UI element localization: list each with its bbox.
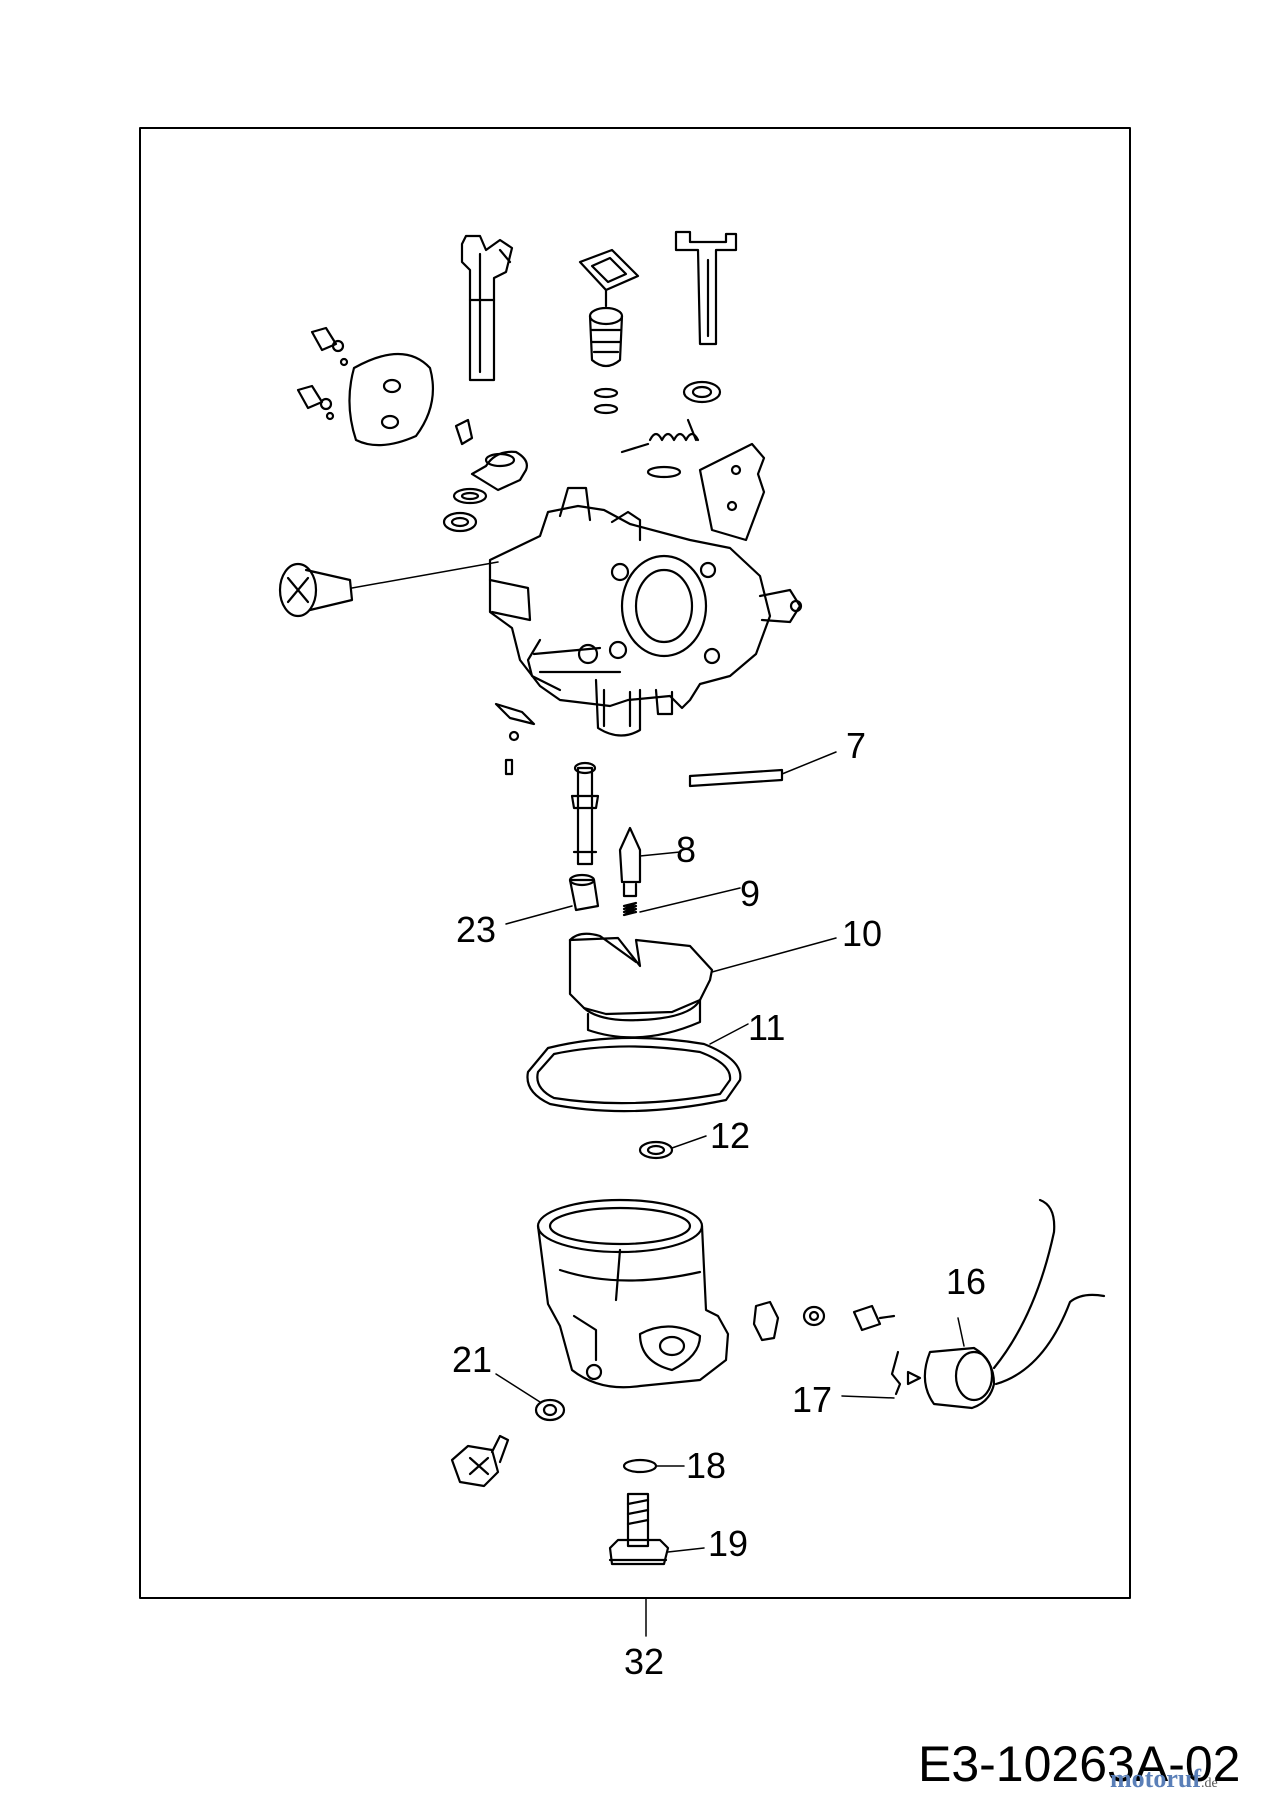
emulsion-tube — [570, 761, 600, 866]
callout-18: 18 — [686, 1445, 726, 1486]
callout-12: 12 — [710, 1115, 750, 1156]
diagram-frame — [139, 127, 1131, 1599]
sealing-washer — [495, 1373, 566, 1422]
throttle-plate-screws — [296, 326, 349, 421]
bowl-gasket — [526, 1023, 749, 1113]
idle-screw-assembly — [578, 248, 640, 415]
return-spring — [620, 418, 700, 479]
watermark-suffix: .de — [1200, 1776, 1218, 1791]
diagram-id-label: E3-10263A-02 — [918, 1736, 1241, 1792]
float-needle — [618, 826, 681, 898]
solenoid-clip — [841, 1350, 902, 1399]
bolt-o-ring — [622, 1458, 685, 1474]
callout-8: 8 — [676, 829, 696, 870]
callout-23: 23 — [456, 909, 496, 950]
mixture-screw — [278, 561, 499, 618]
float-bowl — [536, 1198, 730, 1389]
callout-11: 11 — [748, 1007, 785, 1048]
choke-lever — [460, 234, 514, 382]
needle-spring — [622, 887, 741, 917]
float-pin-clip — [494, 702, 536, 776]
solenoid-hardware — [752, 1300, 896, 1342]
float — [568, 932, 837, 1039]
callout-7: 7 — [846, 725, 866, 766]
callout-16: 16 — [946, 1261, 986, 1302]
float-pin — [688, 751, 837, 788]
carburetor-body — [488, 486, 803, 737]
primer-seals — [442, 487, 488, 533]
callout-32: 32 — [624, 1641, 664, 1682]
callout-9: 9 — [740, 873, 760, 914]
throttle-plate — [348, 352, 434, 447]
watermark-logo: motoruf.de — [1110, 1764, 1218, 1794]
intake-gasket — [698, 442, 766, 542]
callout-21: 21 — [452, 1339, 492, 1380]
throttle-washer — [682, 380, 722, 404]
watermark-text: motoruf — [1110, 1764, 1201, 1793]
throttle-shaft — [674, 230, 738, 346]
bowl-bolt — [608, 1492, 705, 1566]
callout-10: 10 — [842, 913, 882, 954]
drain-washer — [638, 1135, 707, 1160]
callout-19: 19 — [708, 1523, 748, 1564]
primer-plunger — [454, 418, 528, 492]
fuel-solenoid — [906, 1198, 1106, 1410]
callout-17: 17 — [792, 1379, 832, 1420]
drain-bolt — [450, 1434, 510, 1488]
main-jet — [505, 873, 600, 925]
